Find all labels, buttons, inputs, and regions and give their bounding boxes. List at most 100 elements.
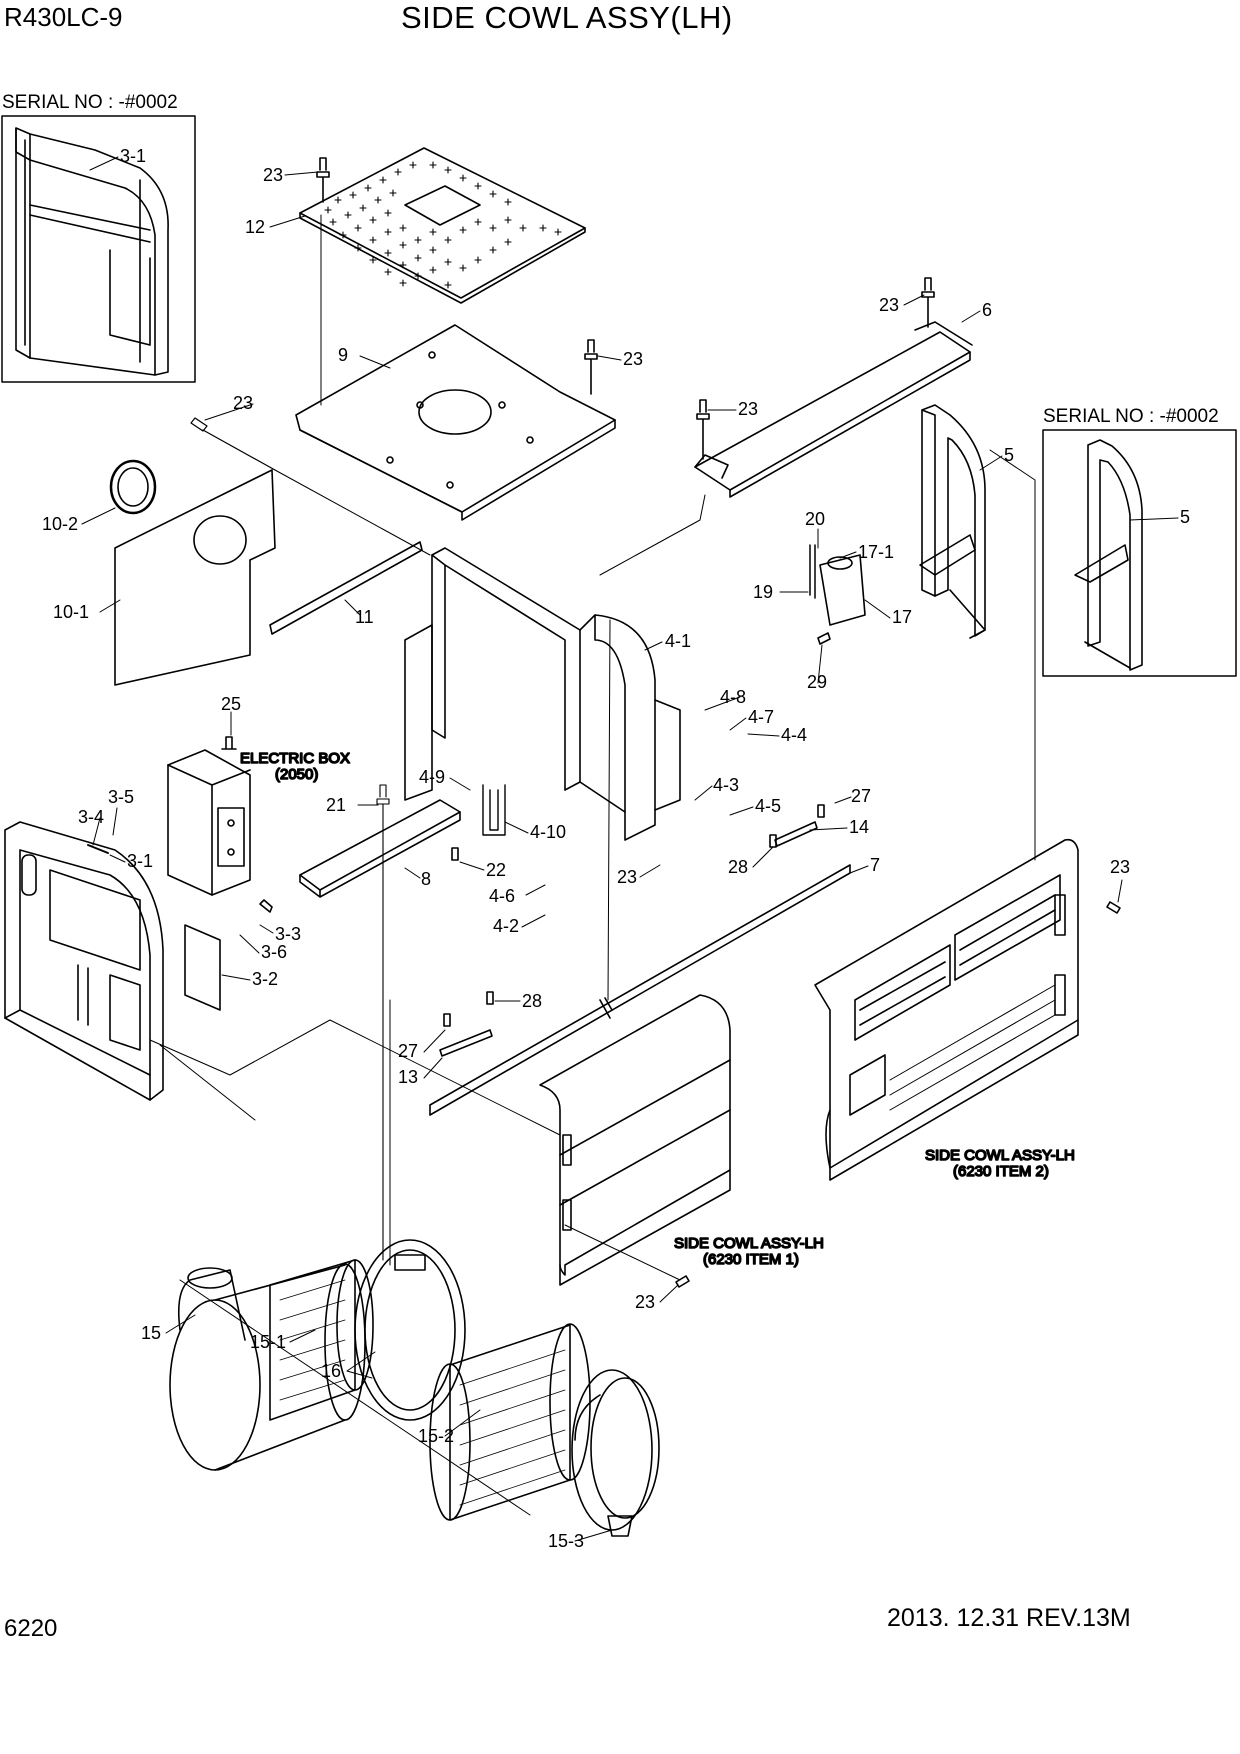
callout-label: 23 [738,399,758,419]
callout-label: 25 [221,694,241,714]
side-panel-10-1 [114,469,276,686]
valve-15-3 [607,1515,633,1537]
strip-11 [269,541,423,635]
frame-4-1 [404,547,681,841]
note-cowl-item2: SIDE COWL ASSY-LH [925,1147,1075,1164]
callout-label: 29 [807,672,827,692]
plate-3-2 [184,924,221,1011]
callout-label: 23 [879,295,899,315]
bolt-3-4 [87,844,109,854]
callout-label: 17-1 [858,542,894,562]
bolt-23-bracket [921,277,935,328]
frame-3-1 [4,821,164,1101]
tray-8 [299,799,461,898]
callout-label: 17 [892,607,912,627]
callout-label: 9 [338,345,348,365]
callout-label: 4-1 [665,631,691,651]
page-number: 6220 [4,1615,58,1642]
callout-label: 11 [355,607,374,627]
top-plate-12 [299,147,586,304]
model-number: R430LC-9 [4,2,123,32]
note-cowl-item1: SIDE COWL ASSY-LH [674,1235,824,1252]
callout-label: 5 [1180,507,1190,527]
filter-15-2 [429,1323,591,1521]
callout-label: 7 [870,855,880,875]
callout-label: 12 [245,217,265,237]
page-title: SIDE COWL ASSY(LH) [401,0,733,35]
bracket-4-10 [482,784,506,836]
side-cowl-item2 [814,838,1079,1181]
side-cowl-item1 [539,994,731,1286]
callout-label: 3-6 [261,942,287,962]
callout-label: 23 [263,165,283,185]
callout-label: 4-4 [781,725,807,745]
callout-label: 15-1 [250,1332,286,1352]
callout-label: 4-8 [720,687,746,707]
bolt-3-3 [259,899,273,913]
post-5 [919,404,986,639]
bolt-23-top [316,157,330,203]
latch-14 [774,821,818,847]
callout-label: 27 [851,786,871,806]
clamp-16 [354,1239,466,1421]
callout-label: 3-4 [78,807,104,827]
callout-label: 20 [805,509,825,529]
callout-label: 4-3 [713,775,739,795]
callout-label: 16 [321,1361,341,1381]
revision-date: 2013. 12.31 REV.13M [887,1604,1131,1632]
bar-7-end [599,997,613,1019]
bolt-29 [817,632,831,645]
callout-label: 13 [398,1067,418,1087]
callout-label: 5 [1004,445,1014,465]
callout-label: 19 [753,582,773,602]
callout-label: 23 [233,393,253,413]
callout-label: 10-2 [42,514,78,534]
callout-label: 4-9 [419,767,445,787]
bolt-25 [221,736,237,750]
callout-label: 10-1 [53,602,89,622]
note-electric-box: ELECTRIC BOX [240,750,350,767]
note-cowl-item2-ref: (6230 ITEM 2) [953,1163,1049,1180]
filter-15-1 [269,1259,374,1421]
bracket-6 [694,321,973,498]
callout-label: 22 [486,860,506,880]
note-electric-box-ref: (2050) [275,766,318,783]
bolt-23-cowl [1106,901,1121,914]
bolt-27-a [443,1013,451,1027]
seal-10-2 [109,459,157,515]
callout-label: 14 [849,817,869,837]
callout-label: 3-1 [120,146,146,166]
callout-label: 27 [398,1041,418,1061]
inset-post-right [1042,429,1237,677]
bolt-28-a [486,991,494,1005]
callout-label: 3-5 [108,787,134,807]
tank-17 [809,544,866,626]
callout-label: 4-10 [530,822,566,842]
bolt-28-b [769,834,777,848]
callout-labels: 3-1 23 12 23 6 9 23 23 23 5 5 10-2 20 17… [42,146,1190,1551]
bolt-23-panel [190,417,276,471]
serial-note-right: SERIAL NO : -#0002 [1043,406,1219,427]
callout-label: 4-6 [489,886,515,906]
bolt-22 [451,847,459,861]
callout-label: 4-2 [493,916,519,936]
callout-label: 15-2 [418,1426,454,1446]
callout-label: 15-3 [548,1531,584,1551]
bolt-27-b [817,804,825,818]
note-cowl-item1-ref: (6230 ITEM 1) [703,1251,799,1268]
latch-13 [439,1029,493,1057]
callout-label: 8 [421,869,431,889]
bolt-23-mid [584,339,598,395]
electric-box [167,749,251,896]
bolt-23-beam [696,399,710,460]
callout-label: 28 [728,857,748,877]
callout-label: 23 [635,1292,655,1312]
callout-label: 4-7 [748,707,774,727]
callout-label: 21 [326,795,346,815]
callout-label: 3-3 [275,924,301,944]
bolt-21 [376,784,390,1261]
callout-label: 6 [982,300,992,320]
callout-label: 15 [141,1323,161,1343]
callout-label: 3-1 [127,851,153,871]
